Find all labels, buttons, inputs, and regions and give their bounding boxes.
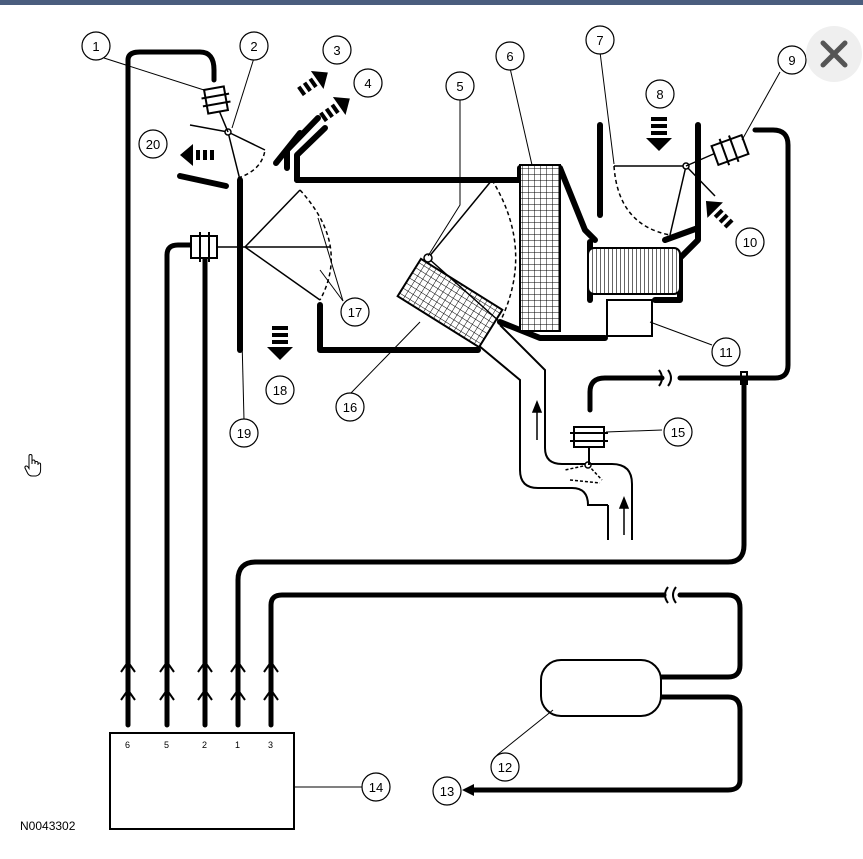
callout-4: 4 (353, 68, 383, 98)
window-top-bar (0, 0, 863, 5)
close-icon (820, 40, 848, 68)
callout-6: 6 (495, 41, 525, 71)
svg-text:19: 19 (237, 426, 251, 441)
callout-10: 10 (735, 227, 765, 257)
pin-label-5: 5 (164, 740, 169, 750)
svg-text:2: 2 (250, 39, 257, 54)
callout-14: 14 (361, 772, 391, 802)
callout-1: 1 (81, 31, 111, 61)
heater-core (396, 257, 504, 349)
figure-code: N0043302 (20, 819, 76, 833)
svg-text:7: 7 (596, 33, 603, 48)
callout-3: 3 (322, 35, 352, 65)
blower-wheel (587, 247, 681, 295)
blend-door (423, 179, 517, 323)
svg-text:5: 5 (456, 79, 463, 94)
callout-8: 8 (645, 79, 675, 109)
callout-2: 2 (239, 31, 269, 61)
pin-label-1: 1 (235, 740, 240, 750)
pin-label-2: 2 (202, 740, 207, 750)
hose-connectors (120, 369, 748, 701)
callout-19: 19 (229, 418, 259, 448)
hose-pin-3 (268, 592, 743, 728)
callout-5: 5 (445, 71, 475, 101)
hose-pin-6 (125, 49, 217, 728)
recirc-door (613, 151, 719, 236)
svg-text:14: 14 (369, 780, 383, 795)
svg-text:3: 3 (333, 43, 340, 58)
svg-text:9: 9 (788, 53, 795, 68)
svg-text:20: 20 (146, 137, 160, 152)
hand-pointer-icon (24, 453, 42, 483)
callout-15: 15 (663, 417, 693, 447)
hose-13-arrowhead (462, 784, 474, 796)
hose-pin-5 (164, 242, 195, 728)
svg-text:8: 8 (656, 87, 663, 102)
close-button[interactable] (806, 26, 862, 82)
svg-text:12: 12 (498, 760, 512, 775)
defrost-door (189, 107, 266, 181)
callout-11: 11 (711, 337, 741, 367)
leader-lines (103, 51, 781, 788)
hose-to-15 (587, 375, 747, 413)
callout-17: 17 (340, 297, 370, 327)
vacuum-actuators (190, 85, 750, 465)
svg-text:18: 18 (273, 383, 287, 398)
callout-20: 20 (138, 129, 168, 159)
callout-16: 16 (335, 392, 365, 422)
control-head-box (109, 732, 295, 830)
callout-7: 7 (585, 25, 615, 55)
svg-text:16: 16 (343, 400, 357, 415)
airflow-arrows-intake (531, 399, 630, 535)
airflow-arrows (180, 70, 734, 360)
vacuum-hoses (125, 49, 791, 793)
callouts: 1 2 3 4 5 6 7 8 9 10 11 12 13 14 15 16 1… (81, 25, 807, 806)
intake-duct (477, 324, 633, 540)
callout-13: 13 (432, 776, 462, 806)
pin-label-3: 3 (268, 740, 273, 750)
vacuum-reservoir (540, 659, 662, 717)
callout-12: 12 (490, 752, 520, 782)
hose-to-13 (467, 694, 743, 793)
callout-9: 9 (777, 45, 807, 75)
svg-text:13: 13 (440, 784, 454, 799)
blower-motor (606, 299, 653, 337)
svg-text:17: 17 (348, 305, 362, 320)
svg-text:11: 11 (719, 345, 733, 360)
callout-18: 18 (265, 375, 295, 405)
restrictor-valve (564, 461, 603, 484)
svg-text:4: 4 (364, 76, 371, 91)
svg-text:6: 6 (506, 49, 513, 64)
control-head-pins: 6 5 2 1 3 (125, 740, 273, 750)
pin-label-6: 6 (125, 740, 130, 750)
svg-text:10: 10 (743, 235, 757, 250)
evaporator-core (519, 164, 561, 332)
svg-text:15: 15 (671, 425, 685, 440)
svg-text:1: 1 (92, 39, 99, 54)
